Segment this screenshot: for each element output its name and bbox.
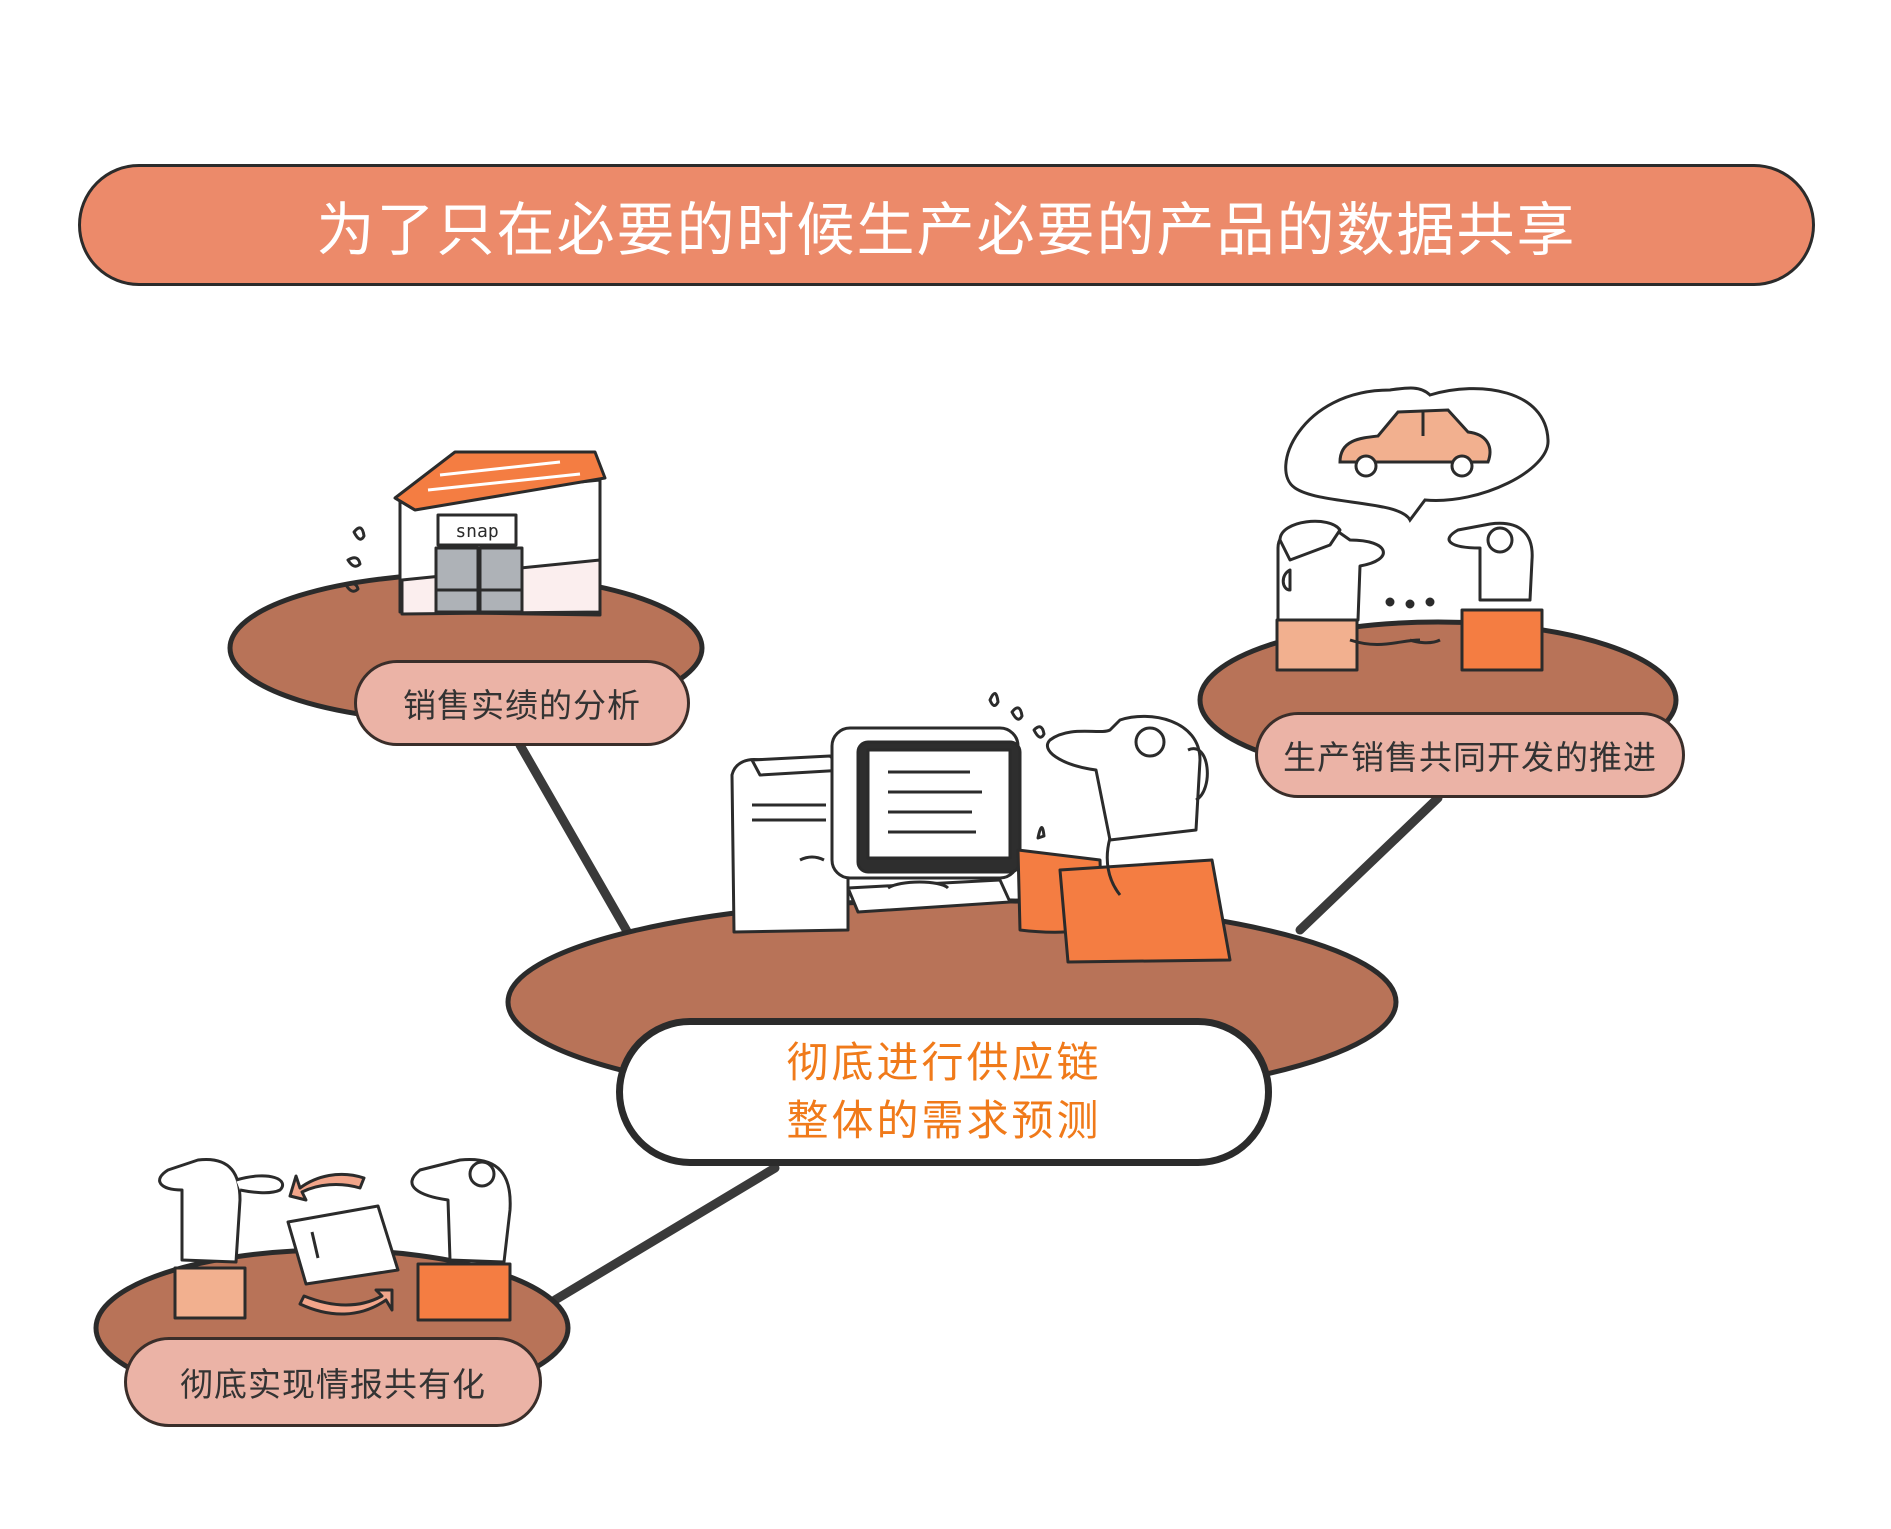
computer-worker-illustration xyxy=(730,692,1232,964)
connector-info xyxy=(550,1163,780,1305)
thought-bubble-car xyxy=(1284,386,1550,523)
shop-sign-text: snap xyxy=(455,521,498,542)
exchange-illustration xyxy=(158,1158,512,1322)
center-label-line1: 彻底进行供应链 xyxy=(786,1038,1102,1087)
connector-sales xyxy=(515,740,637,945)
node-info-sharing-label: 彻底实现情报共有化 xyxy=(180,1365,486,1404)
center-label-line2: 整体的需求预测 xyxy=(786,1096,1102,1145)
title-banner: 为了只在必要的时候生产必要的产品的数据共享 xyxy=(78,164,1815,286)
shop-illustration: snap xyxy=(344,450,607,617)
page-title: 为了只在必要的时候生产必要的产品的数据共享 xyxy=(316,196,1577,264)
center-node: 彻底进行供应链 整体的需求预测 xyxy=(616,1018,1272,1166)
node-sales-analysis: 销售实绩的分析 xyxy=(354,660,690,746)
node-sales-analysis-label: 销售实绩的分析 xyxy=(403,686,641,725)
connector-lines xyxy=(515,740,1443,1305)
node-joint-development-label: 生产销售共同开发的推进 xyxy=(1283,738,1657,777)
handshake-illustration xyxy=(1275,519,1544,672)
node-info-sharing: 彻底实现情报共有化 xyxy=(124,1337,542,1427)
node-joint-development: 生产销售共同开发的推进 xyxy=(1255,712,1685,798)
connector-development xyxy=(1295,793,1443,935)
